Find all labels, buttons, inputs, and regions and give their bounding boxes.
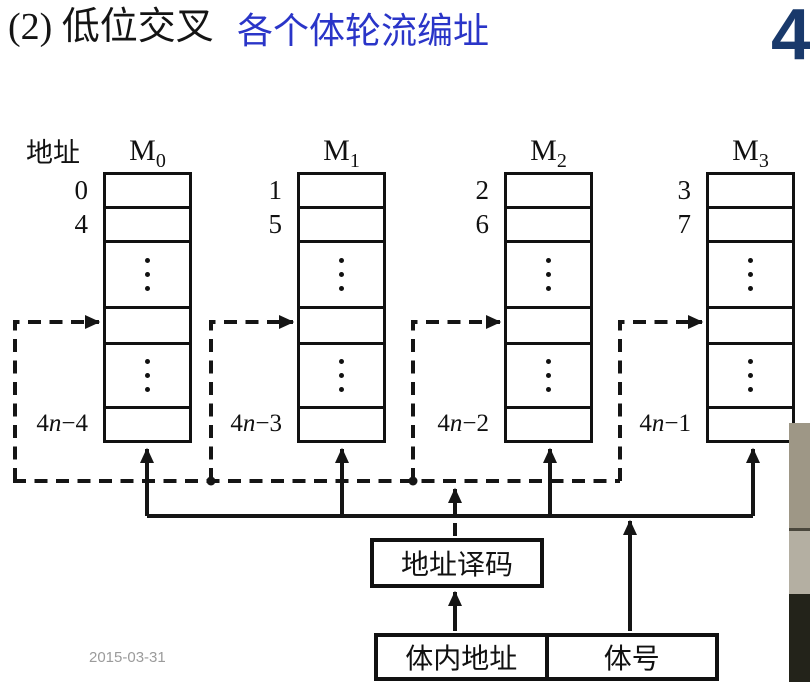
memory-bank-column: M3 3 7 4n−1 (611, 134, 795, 466)
address-row-label: 4n−4 (36, 410, 88, 437)
memory-cell (300, 406, 383, 440)
address-row-label: 6 (475, 209, 490, 239)
address-row-label: 5 (268, 209, 283, 239)
address-row-label: 4n−1 (639, 410, 691, 437)
address-caption: 地址 (26, 138, 80, 168)
bank-box (103, 172, 192, 443)
address-row-label: 1 (268, 175, 283, 205)
address-row-label: 4n−2 (437, 410, 489, 437)
memory-cell (106, 175, 189, 206)
bank-index: 0 (155, 150, 166, 172)
photo-segment (789, 531, 810, 594)
bank-number-label: 体号 (603, 644, 660, 675)
bank-name: M (530, 134, 557, 167)
memory-cell (300, 206, 383, 240)
address-row-label: 2 (475, 175, 490, 205)
intra-bank-address-field: 体内地址 (378, 637, 545, 677)
address-decoder-label: 地址译码 (400, 550, 513, 581)
bank-header: M1 (297, 134, 386, 178)
ellipsis-dots (709, 240, 792, 306)
ellipsis-dots (507, 342, 590, 406)
bank-header: M0 (103, 134, 192, 178)
ellipsis-dots (106, 342, 189, 406)
slide-subtitle: 各个体轮流编址 (237, 11, 490, 51)
memory-cell (106, 306, 189, 342)
memory-bank-column: M2 2 6 4n−2 (409, 134, 593, 466)
bank-index: 3 (758, 150, 769, 172)
bank-name: M (323, 134, 350, 167)
ellipsis-dots (106, 240, 189, 306)
photo-overlay-fragment (789, 423, 810, 682)
address-row-label: 7 (677, 209, 692, 239)
memory-cell (507, 406, 590, 440)
memory-cell (300, 306, 383, 342)
bank-box (297, 172, 386, 443)
memory-bank-column: M0 0 4 4n−4 (8, 134, 192, 466)
bank-name: M (732, 134, 759, 167)
page-number: 4 (771, 0, 810, 75)
memory-cell (106, 406, 189, 440)
address-row-label: 4 (74, 209, 89, 239)
photo-segment (789, 423, 810, 528)
bank-index: 2 (556, 150, 567, 172)
memory-cell (300, 175, 383, 206)
memory-cell (507, 175, 590, 206)
bank-name: M (129, 134, 156, 167)
memory-cell (507, 306, 590, 342)
bank-index: 1 (349, 150, 360, 172)
memory-cell (709, 406, 792, 440)
junction-dot (408, 476, 418, 486)
memory-cell (106, 206, 189, 240)
slide-title: (2) 低位交叉 (8, 6, 214, 48)
photo-segment (789, 594, 810, 682)
intra-bank-address-label: 体内地址 (405, 644, 518, 675)
bank-header: M2 (504, 134, 593, 178)
address-row-label: 4n−3 (230, 410, 282, 437)
bank-box (504, 172, 593, 443)
memory-cell (709, 206, 792, 240)
bank-number-field: 体号 (544, 637, 716, 677)
ellipsis-dots (507, 240, 590, 306)
address-decoder-box: 地址译码 (370, 538, 544, 588)
ellipsis-dots (300, 240, 383, 306)
bank-box (706, 172, 795, 443)
junction-dot (206, 476, 216, 486)
ellipsis-dots (709, 342, 792, 406)
address-register-box: 体内地址 体号 (374, 633, 719, 681)
photo-segment (789, 528, 810, 531)
memory-cell (507, 206, 590, 240)
address-row-label: 0 (74, 175, 89, 205)
date-stamp: 2015-03-31 (89, 649, 166, 666)
ellipsis-dots (300, 342, 383, 406)
bank-header: M3 (706, 134, 795, 178)
address-row-label: 3 (677, 175, 692, 205)
memory-cell (709, 175, 792, 206)
memory-bank-column: M1 1 5 4n−3 (202, 134, 386, 466)
memory-cell (709, 306, 792, 342)
